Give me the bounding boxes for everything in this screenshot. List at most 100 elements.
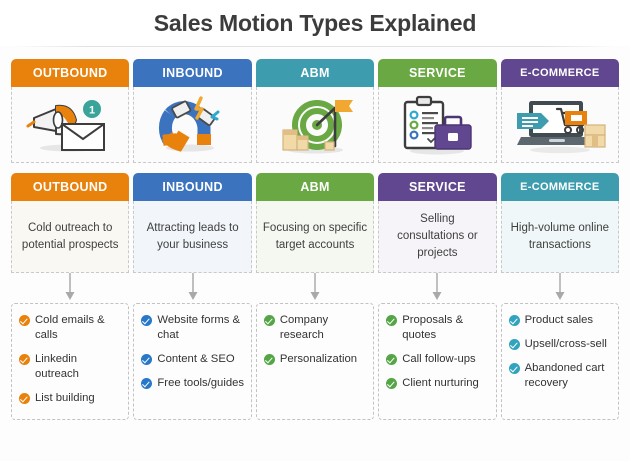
arrow-cell-service xyxy=(378,273,496,303)
column-service: SERVICE xyxy=(378,59,497,163)
list-item: Website forms & chat xyxy=(141,313,245,343)
bullet-label: Client nurturing xyxy=(402,376,479,389)
icon-section: OUTBOUND 1 xyxy=(0,59,630,163)
desc-cell-inbound: Attracting leads to your business xyxy=(133,201,252,273)
down-arrow-icon xyxy=(310,273,320,300)
laptop-shopping-cart-icon xyxy=(513,95,607,155)
list-item: Cold emails & calls xyxy=(19,313,123,343)
desc-text-ecommerce: High-volume online transactions xyxy=(510,221,610,251)
bullet-list-outbound: Cold emails & calls Linkedin outreach Li… xyxy=(11,303,130,420)
desc-column-inbound: INBOUND Attracting leads to your busines… xyxy=(133,173,252,273)
icon-cell-inbound xyxy=(133,87,252,163)
list-item: Linkedin outreach xyxy=(19,352,123,382)
sub-badge-service: SERVICE xyxy=(378,173,497,201)
desc-text-outbound: Cold outreach to potential prospects xyxy=(21,221,119,251)
header-badge-inbound: INBOUND xyxy=(133,59,252,87)
desc-cell-outbound: Cold outreach to potential prospects xyxy=(11,201,130,273)
check-icon xyxy=(508,315,520,326)
icon-cell-service xyxy=(378,87,497,163)
bullet-label: List building xyxy=(35,391,95,404)
check-icon xyxy=(19,392,30,404)
title-bar: Sales Motion Types Explained xyxy=(0,0,630,46)
sub-badge-abm: ABM xyxy=(255,173,375,201)
title-divider xyxy=(14,46,616,47)
list-item: Product sales xyxy=(508,313,613,328)
check-icon xyxy=(19,353,30,365)
desc-text-service: Selling consultations or projects xyxy=(397,213,478,259)
list-item: Proposals & quotes xyxy=(386,313,490,343)
desc-cell-ecommerce: High-volume online transactions xyxy=(500,201,620,273)
down-arrow-icon xyxy=(555,273,565,300)
target-flag-icon xyxy=(273,94,357,156)
svg-text:1: 1 xyxy=(89,104,95,116)
check-icon xyxy=(508,362,520,374)
sub-badge-ecommerce: E-COMMERCE xyxy=(500,173,620,201)
check-icon xyxy=(141,353,153,365)
check-icon xyxy=(263,315,275,326)
bullet-label: Product sales xyxy=(524,314,594,326)
bullet-label: Content & SEO xyxy=(157,352,235,365)
bullet-list-inbound: Website forms & chat Content & SEO Free … xyxy=(133,303,252,420)
desc-cell-abm: Focusing on specific target accounts xyxy=(255,201,375,273)
check-icon xyxy=(263,353,275,365)
column-abm: ABM xyxy=(255,59,375,163)
bullet-label: Upsell/cross-sell xyxy=(524,337,607,350)
list-item: Free tools/guides xyxy=(141,376,245,391)
arrow-cell-ecommerce xyxy=(501,273,619,303)
arrow-cell-abm xyxy=(256,273,374,303)
check-icon xyxy=(386,377,398,389)
check-icon xyxy=(141,377,153,389)
header-badge-outbound: OUTBOUND xyxy=(11,59,130,87)
desc-column-ecommerce: E-COMMERCE High-volume online transactio… xyxy=(500,173,620,273)
bullet-label: Website forms & chat xyxy=(157,314,241,341)
list-item: Personalization xyxy=(263,352,368,367)
bullet-label: Proposals & quotes xyxy=(402,314,464,341)
desc-cell-service: Selling consultations or projects xyxy=(378,201,497,273)
magnet-icon xyxy=(154,95,232,154)
list-item: Abandoned cart recovery xyxy=(508,361,613,391)
arrow-row xyxy=(0,273,630,303)
megaphone-envelope-icon: 1 xyxy=(26,96,114,154)
list-item: Content & SEO xyxy=(141,352,245,367)
check-icon xyxy=(19,315,30,326)
bullet-label: Personalization xyxy=(279,352,358,365)
header-badge-ecommerce: E-COMMERCE xyxy=(500,59,620,87)
desc-text-inbound: Attracting leads to your business xyxy=(146,221,239,251)
icon-cell-outbound: 1 xyxy=(11,87,130,163)
list-item: Company research xyxy=(263,313,368,343)
bullet-label: Linkedin outreach xyxy=(35,352,79,380)
header-badge-abm: ABM xyxy=(255,59,375,87)
bullet-label: Free tools/guides xyxy=(157,376,245,389)
icon-cell-abm xyxy=(255,87,375,163)
clipboard-briefcase-icon xyxy=(397,94,477,156)
bullet-label: Call follow-ups xyxy=(402,352,476,365)
desc-column-service: SERVICE Selling consultations or project… xyxy=(378,173,497,273)
header-badge-service: SERVICE xyxy=(378,59,497,87)
desc-column-abm: ABM Focusing on specific target accounts xyxy=(255,173,375,273)
check-icon xyxy=(386,315,398,326)
down-arrow-icon xyxy=(188,273,198,300)
bullet-list-service: Proposals & quotes Call follow-ups Clien… xyxy=(378,303,497,420)
sub-badge-outbound: OUTBOUND xyxy=(11,173,130,201)
column-outbound: OUTBOUND 1 xyxy=(11,59,130,163)
icon-cell-ecommerce xyxy=(500,87,620,163)
sub-badge-inbound: INBOUND xyxy=(133,173,252,201)
list-item: Call follow-ups xyxy=(386,352,490,367)
description-section: OUTBOUND Cold outreach to potential pros… xyxy=(0,173,630,273)
down-arrow-icon xyxy=(65,273,75,300)
bullet-label: Cold emails & calls xyxy=(35,314,105,341)
desc-column-outbound: OUTBOUND Cold outreach to potential pros… xyxy=(11,173,130,273)
bullet-list-abm: Company research Personalization xyxy=(255,303,375,420)
column-inbound: INBOUND xyxy=(133,59,252,163)
list-item: List building xyxy=(19,391,123,406)
arrow-cell-inbound xyxy=(133,273,251,303)
check-icon xyxy=(386,353,398,365)
arrow-cell-outbound xyxy=(11,273,129,303)
list-item: Client nurturing xyxy=(386,376,490,391)
page-title: Sales Motion Types Explained xyxy=(153,9,477,36)
list-item: Upsell/cross-sell xyxy=(508,337,613,352)
check-icon xyxy=(508,338,520,350)
bullets-section: Cold emails & calls Linkedin outreach Li… xyxy=(0,303,630,420)
bullet-label: Company research xyxy=(279,314,329,341)
